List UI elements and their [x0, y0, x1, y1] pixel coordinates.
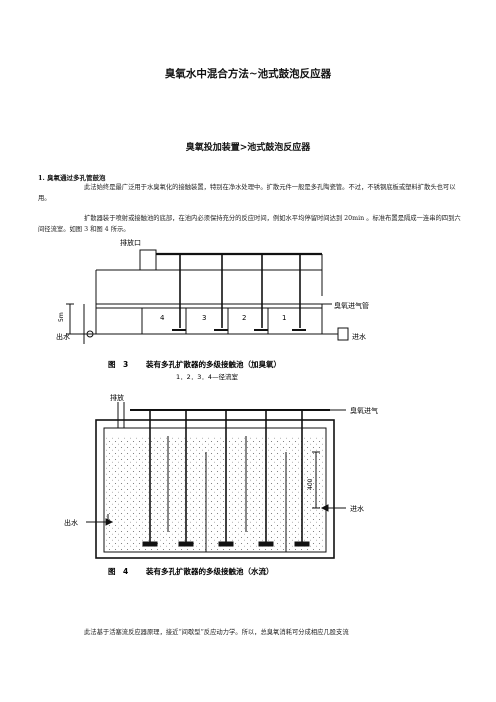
paragraph-2: 扩散器装于喷射或接触池的底部，在池内必须保持充分的反应时间，例如水平均停留时间达…	[38, 215, 461, 233]
figure-4-diagram: 排放 臭氧进气 出水 进水 400 图 4 装有多孔扩散器的多级接触池（水流）	[64, 393, 378, 576]
paragraph-3: 此法基于活塞流反应器原理，接近“间歇型”反应动力学。所以，总臭氧消耗可分成相应几…	[84, 629, 349, 636]
fig4-label-outlet: 出水	[64, 518, 78, 527]
fig4-label-inlet: 进水	[350, 504, 364, 513]
fig3-label-ozone-in: 臭氧进气管	[334, 301, 369, 310]
fig3-label-depth: 5m	[58, 312, 65, 322]
figure-3-diagram: 排放口 臭氧进气管 出水 进水 5m 4 3 2 1 图 3 装有多孔扩散器的多…	[56, 238, 369, 381]
fig3-label-outlet: 出水	[56, 332, 70, 341]
fig4-caption: 装有多孔扩散器的多级接触池（水流）	[145, 566, 274, 576]
fig3-caption-sub: 1．2．3．4—径流室	[176, 372, 239, 381]
fig4-caption-number: 图 4	[108, 567, 128, 576]
fig4-label-ozone-in: 臭氧进气	[350, 406, 378, 415]
fig3-chamber-1: 1	[282, 314, 286, 322]
fig3-label-exhaust: 排放口	[120, 238, 141, 247]
paragraph-1: 此法始终是最广泛用于水臭氧化的接触装置，特别在净水处理中。扩散元件一般是多孔陶瓷…	[38, 184, 456, 202]
sub-heading: 1. 臭氧通过多孔管鼓泡	[38, 174, 106, 182]
fig3-chamber-4: 4	[160, 314, 165, 322]
document-title: 臭氧水中混合方法~池式鼓泡反应器	[164, 68, 332, 80]
fig3-chamber-2: 2	[242, 314, 246, 322]
section-title: 臭氧投加装置>池式鼓泡反应器	[185, 143, 311, 153]
fig3-label-inlet: 进水	[352, 332, 366, 341]
fig4-label-exhaust: 排放	[110, 393, 124, 402]
fig3-caption: 装有多孔扩散器的多级接触池（加臭氧）	[145, 359, 281, 369]
fig4-label-depth: 400	[307, 478, 314, 490]
fig3-chamber-3: 3	[202, 314, 206, 322]
fig3-caption-number: 图 3	[108, 360, 128, 369]
